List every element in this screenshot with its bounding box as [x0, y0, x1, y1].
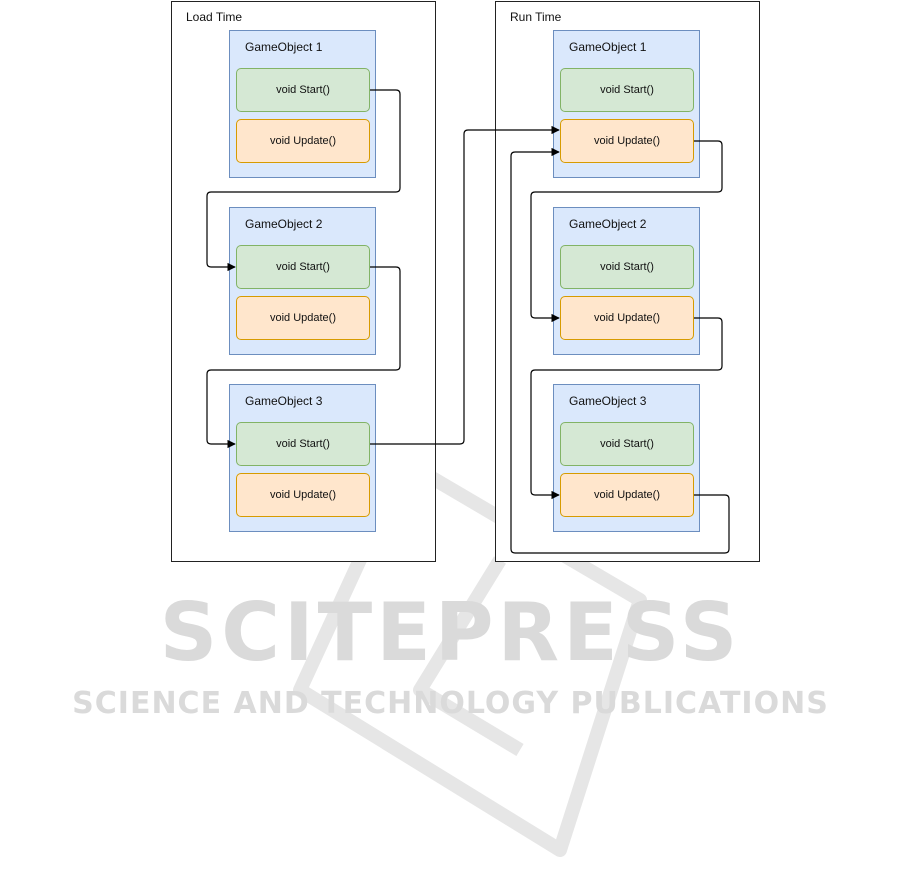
load-time-title: Load Time — [186, 10, 243, 24]
arrow-run-go1-to-go2 — [530, 140, 723, 323]
load-go2-update-method: void Update() — [236, 296, 370, 340]
arrow-load-go2-to-go3 — [206, 266, 401, 449]
run-go2-update-method: void Update() — [560, 296, 694, 340]
watermark-brand: SCITEPRESS — [159, 586, 742, 679]
arrow-load-to-run — [370, 125, 560, 445]
run-go3-start-method: void Start() — [560, 422, 694, 466]
load-gameobject-2-title: GameObject 2 — [245, 217, 323, 231]
load-gameobject-3-title: GameObject 3 — [245, 394, 323, 408]
run-gameobject-1-title: GameObject 1 — [569, 40, 647, 54]
load-go3-update-method: void Update() — [236, 473, 370, 517]
run-go2-start-method: void Start() — [560, 245, 694, 289]
run-go1-start-method: void Start() — [560, 68, 694, 112]
load-gameobject-1-title: GameObject 1 — [245, 40, 323, 54]
load-go1-start-method: void Start() — [236, 68, 370, 112]
arrow-run-loop-back — [510, 147, 730, 554]
watermark-tagline: SCIENCE AND TECHNOLOGY PUBLICATIONS — [72, 686, 829, 721]
run-gameobject-3-title: GameObject 3 — [569, 394, 647, 408]
run-time-title: Run Time — [510, 10, 562, 24]
arrow-load-go1-to-go2 — [206, 89, 401, 272]
load-go3-start-method: void Start() — [236, 422, 370, 466]
load-go2-start-method: void Start() — [236, 245, 370, 289]
run-go1-update-method: void Update() — [560, 119, 694, 163]
run-go3-update-method: void Update() — [560, 473, 694, 517]
load-go1-update-method: void Update() — [236, 119, 370, 163]
arrow-run-go2-to-go3 — [530, 317, 723, 500]
run-gameobject-2-title: GameObject 2 — [569, 217, 647, 231]
